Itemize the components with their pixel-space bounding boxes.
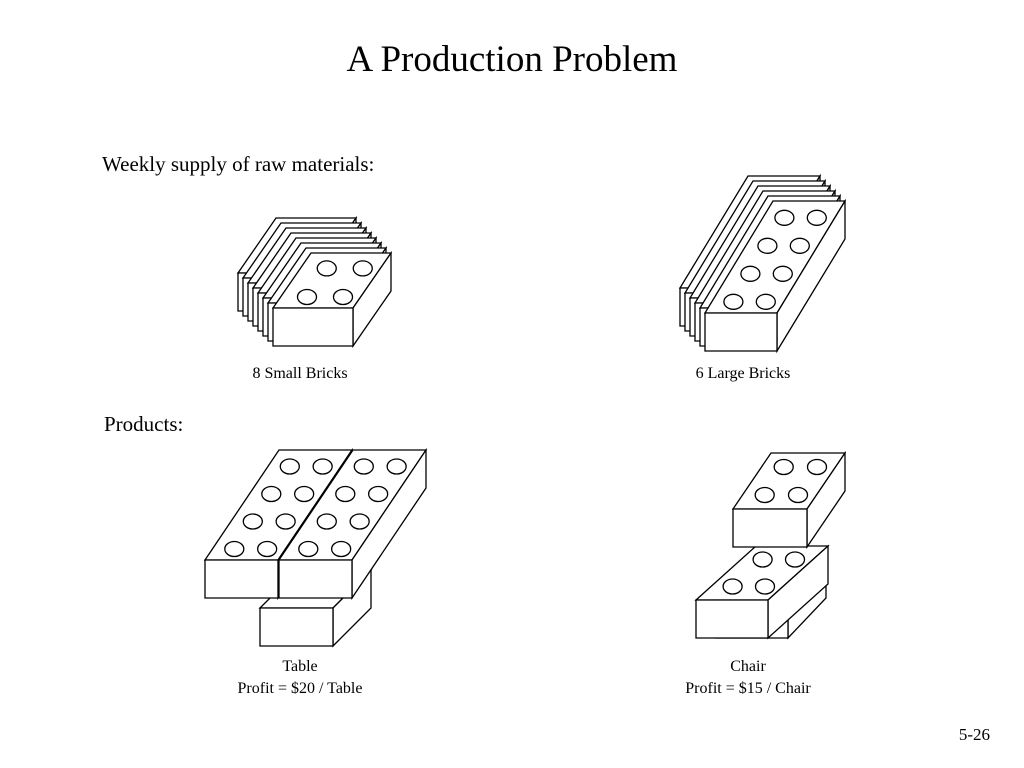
stud-circle: [298, 540, 319, 558]
table-name: Table: [282, 658, 318, 675]
stud-circle: [261, 485, 282, 503]
stud-circle: [224, 540, 245, 558]
large-bricks-stack-illustration: [678, 173, 847, 354]
large-bricks-label: 6 Large Bricks: [695, 365, 791, 382]
stud-circle: [279, 458, 300, 475]
stud-circle: [312, 458, 333, 475]
stud-circle: [352, 260, 373, 277]
stud-circle: [772, 265, 793, 282]
stud-circle: [316, 260, 337, 277]
stud-circle: [256, 540, 278, 558]
brick-front-face: [204, 559, 279, 599]
large-brick: [703, 198, 847, 354]
stud-circle: [316, 513, 337, 530]
stud-circle: [806, 209, 827, 226]
brick-front-face: [278, 559, 353, 599]
stud-circle: [330, 540, 352, 558]
stud-circle: [773, 458, 794, 476]
stud-circle: [755, 293, 776, 310]
table-caption: Table Profit = $20 / Table: [200, 656, 400, 700]
stud-circle: [242, 513, 263, 530]
stud-circle: [754, 578, 776, 595]
stud-circle: [332, 288, 354, 306]
table-large-brick-right: [277, 447, 428, 601]
slide-number: 5-26: [958, 725, 990, 744]
chair-profit: Profit = $15 / Chair: [685, 680, 811, 697]
chair-back-brick: [731, 450, 847, 550]
small-bricks-stack-illustration: [236, 215, 393, 349]
chair-seat-brick: [694, 544, 830, 640]
stud-circle: [784, 551, 806, 568]
stud-circle: [740, 265, 761, 282]
supply-heading: Weekly supply of raw materials:: [102, 152, 375, 176]
products-heading: Products:: [104, 412, 184, 436]
brick-front-face: [272, 307, 354, 347]
chair-name: Chair: [730, 658, 766, 675]
stud-circle: [774, 209, 795, 226]
chair-brick-illustration: [694, 450, 847, 640]
stud-circle: [353, 458, 374, 475]
stud-circle: [754, 486, 775, 504]
brick-front-face: [704, 312, 778, 352]
stud-circle: [386, 458, 407, 475]
brick-front-face: [259, 607, 334, 647]
stud-circle: [275, 513, 296, 530]
chair-caption: Chair Profit = $15 / Chair: [648, 656, 848, 700]
stud-circle: [789, 237, 810, 254]
brick-front-face: [732, 508, 808, 548]
stud-circle: [349, 513, 370, 530]
stud-circle: [722, 578, 743, 595]
stud-circle: [367, 485, 389, 503]
stud-circle: [296, 288, 318, 306]
stud-circle: [787, 486, 809, 504]
stud-circle: [335, 485, 356, 503]
stud-circle: [293, 485, 315, 503]
stud-circle: [806, 458, 828, 476]
small-brick: [271, 250, 393, 349]
small-bricks-label: 8 Small Bricks: [252, 365, 348, 382]
brick-front-face: [695, 599, 769, 639]
stud-circle: [723, 293, 744, 310]
table-profit: Profit = $20 / Table: [237, 680, 363, 697]
slide-title: A Production Problem: [346, 39, 678, 80]
stud-circle: [757, 237, 778, 254]
table-brick-illustration: [203, 447, 428, 648]
stud-circle: [752, 551, 773, 568]
